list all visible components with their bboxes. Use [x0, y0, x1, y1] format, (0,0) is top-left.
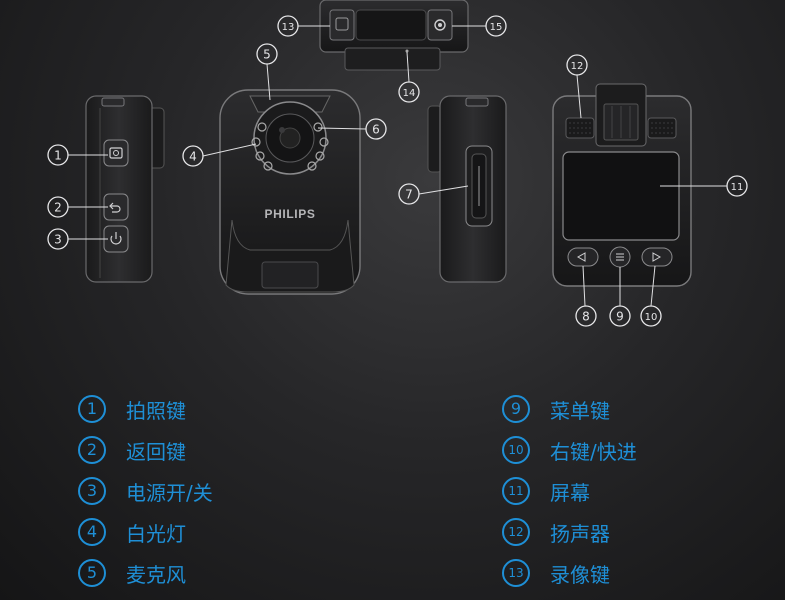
legend-number: 9 [502, 395, 530, 423]
legend-number: 1 [78, 395, 106, 423]
callout-10: 10 [640, 305, 662, 327]
svg-text:11: 11 [731, 182, 744, 193]
callout-6: 6 [365, 118, 387, 140]
callout-5: 5 [256, 43, 278, 65]
svg-text:3: 3 [54, 233, 62, 247]
callout-9: 9 [609, 305, 631, 327]
legend-item-photo: 1 拍照键 [78, 394, 186, 424]
callout-3: 3 [47, 228, 69, 250]
svg-text:1: 1 [54, 149, 62, 163]
legend-label: 拍照键 [126, 398, 186, 423]
brand-logo: PHILIPS [265, 207, 316, 221]
svg-text:13: 13 [282, 22, 295, 33]
legend-item-right-forward: 10 右键/快进 [502, 435, 637, 465]
callout-4: 4 [182, 145, 204, 167]
legend-label: 白光灯 [126, 521, 186, 546]
legend-label: 扬声器 [550, 521, 610, 546]
svg-text:6: 6 [372, 123, 380, 137]
device-diagram: PHILIPS [47, 0, 748, 327]
legend-label: 电源开/关 [126, 480, 213, 505]
svg-text:15: 15 [490, 22, 503, 33]
legend-number: 11 [502, 477, 530, 505]
legend-label: 录像键 [550, 562, 610, 587]
callout-12: 12 [566, 54, 588, 76]
device-front-view: PHILIPS [219, 89, 361, 295]
legend-item-microphone: 5 麦克风 [78, 558, 186, 588]
device-right-side-view [427, 95, 507, 283]
legend-label: 麦克风 [126, 562, 186, 587]
legend-item-menu: 9 菜单键 [502, 394, 610, 424]
legend-number: 10 [502, 436, 530, 464]
svg-text:4: 4 [189, 150, 197, 164]
legend-label: 屏幕 [550, 480, 590, 505]
svg-text:9: 9 [616, 310, 624, 324]
device-left-side-view [85, 95, 165, 283]
svg-text:10: 10 [645, 312, 658, 323]
legend: 1 拍照键 2 返回键 3 电源开/关 4 白光灯 5 麦克风 9 菜单键 10… [0, 384, 785, 600]
svg-text:5: 5 [263, 48, 271, 62]
callout-1: 1 [47, 144, 69, 166]
legend-item-white-light: 4 白光灯 [78, 517, 186, 547]
legend-item-record: 13 录像键 [502, 558, 610, 588]
legend-number: 2 [78, 436, 106, 464]
callout-2: 2 [47, 196, 69, 218]
svg-text:2: 2 [54, 201, 62, 215]
legend-number: 13 [502, 559, 530, 587]
leader-lines [68, 25, 727, 307]
callout-15: 15 [485, 15, 507, 37]
device-back-view [552, 83, 692, 287]
callout-13: 13 [277, 15, 299, 37]
legend-item-power: 3 电源开/关 [78, 476, 213, 506]
legend-item-screen: 11 屏幕 [502, 476, 590, 506]
legend-number: 12 [502, 518, 530, 546]
legend-number: 5 [78, 559, 106, 587]
callout-11: 11 [726, 175, 748, 197]
legend-number: 4 [78, 518, 106, 546]
callout-14: 14 [398, 81, 420, 103]
legend-item-speaker: 12 扬声器 [502, 517, 610, 547]
callout-7: 7 [398, 183, 420, 205]
callout-8: 8 [575, 305, 597, 327]
legend-label: 右键/快进 [550, 439, 637, 464]
device-top-view [319, 0, 469, 71]
svg-text:14: 14 [403, 88, 416, 99]
legend-label: 返回键 [126, 439, 186, 464]
svg-text:12: 12 [571, 61, 584, 72]
svg-text:7: 7 [405, 188, 413, 202]
svg-text:8: 8 [582, 310, 590, 324]
legend-number: 3 [78, 477, 106, 505]
legend-label: 菜单键 [550, 398, 610, 423]
legend-item-back: 2 返回键 [78, 435, 186, 465]
